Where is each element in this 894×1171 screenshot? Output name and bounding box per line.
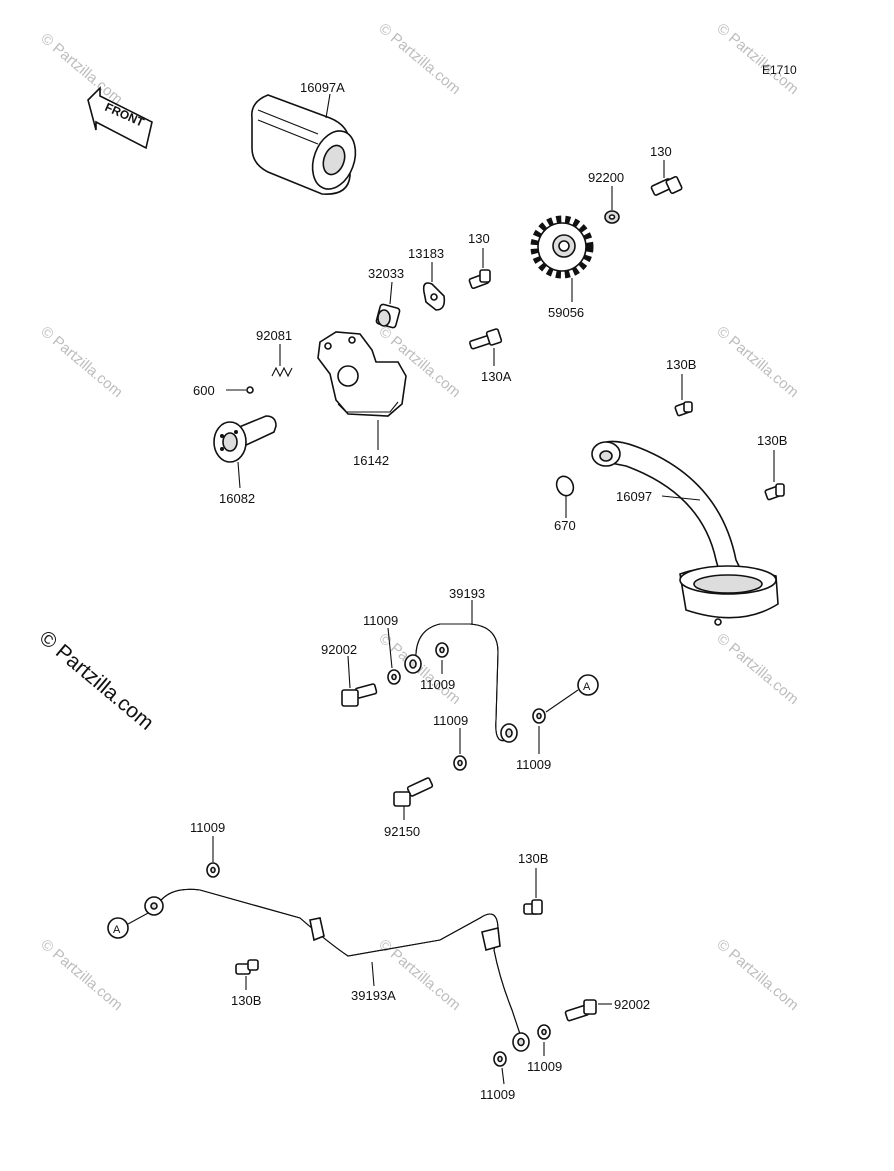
label-130A: 130A [481,369,512,384]
ref-marker-a-lower: A [107,917,129,939]
washer-11009-a-part[interactable] [387,669,401,685]
rotor-16082-part[interactable] [213,415,277,463]
watermark: © Partzilla.com [37,323,125,401]
bolt-130A-part[interactable] [469,328,503,350]
label-130B-b1: 130B [518,851,548,866]
label-11009-g: 11009 [480,1087,515,1102]
pipe-39193A-part[interactable] [144,888,530,1052]
bolt-130B-r2-part[interactable] [764,483,785,501]
washer-11009-g-part[interactable] [493,1051,507,1067]
bolt-130B-b1-part[interactable] [523,899,543,915]
watermark: © Partzilla.com [375,20,463,98]
watermark: © Partzilla.com [713,323,801,401]
bolt-92150-part[interactable] [393,777,434,807]
diagram-code: E1710 [762,63,797,77]
spring-92081-part[interactable] [271,366,293,378]
pipe-39193-part[interactable] [404,623,518,743]
washer-11009-b-part[interactable] [435,642,449,658]
collar-32033-part[interactable] [375,303,401,329]
watermark: © Partzilla.com [713,630,801,708]
bolt-92002-b-part[interactable] [564,999,597,1022]
label-130B-r1: 130B [666,357,696,372]
washer-92200-part[interactable] [604,210,620,224]
washer-11009-c-part[interactable] [453,755,467,771]
label-11009-c: 11009 [433,713,468,728]
label-130-top: 130 [650,144,672,159]
bolt-92002-a-part[interactable] [341,683,378,707]
label-130B-r2: 130B [757,433,787,448]
label-32033: 32033 [368,266,404,281]
label-92081: 92081 [256,328,292,343]
label-11009-e: 11009 [190,820,225,835]
label-13183: 13183 [408,246,444,261]
label-16097A: 16097A [300,80,345,95]
label-39193: 39193 [449,586,485,601]
label-16082: 16082 [219,491,255,506]
strainer-16097-part[interactable] [591,440,779,626]
pump-body-16142-part[interactable] [317,331,407,417]
washer-11009-e-part[interactable] [206,862,220,878]
label-92002-b: 92002 [614,997,650,1012]
o-ring-670-part[interactable] [554,474,577,499]
label-16142: 16142 [353,453,389,468]
label-11009-a: 11009 [363,613,398,628]
watermark: © Partzilla.com [713,20,801,98]
label-130-mid: 130 [468,231,490,246]
label-130B-b2: 130B [231,993,261,1008]
label-11009-d: 11009 [516,757,551,772]
label-39193A: 39193A [351,988,396,1003]
label-600: 600 [193,383,215,398]
label-92150: 92150 [384,824,420,839]
oil-filter-part[interactable] [251,94,363,195]
plate-13183-part[interactable] [422,282,446,311]
label-92002-a: 92002 [321,642,357,657]
watermark: © Partzilla.com [37,936,125,1014]
bolt-130B-r1-part[interactable] [674,401,693,417]
watermark: © Partzilla.com [37,30,125,108]
washer-11009-d-part[interactable] [532,708,546,724]
label-11009-b: 11009 [420,677,455,692]
gear-59056-part[interactable] [530,215,594,279]
label-16097: 16097 [616,489,652,504]
ref-marker-a-upper: A [577,674,599,696]
bolt-130B-b2-part[interactable] [235,959,259,975]
front-arrow-icon: FRONT [87,86,153,150]
label-92200: 92200 [588,170,624,185]
ref-marker-text: A [113,924,121,936]
watermark: © Partzilla.com [713,936,801,1014]
label-670: 670 [554,518,576,533]
ball-600-part[interactable] [246,386,254,394]
bolt-130-part[interactable] [650,175,683,196]
watermark-layer: © Partzilla.com © Partzilla.com © Partzi… [37,20,801,1014]
copyright-text: © Partzilla.com [35,626,158,735]
bolt-130-mid-part[interactable] [468,269,491,290]
ref-marker-text: A [583,681,591,693]
label-59056: 59056 [548,305,584,320]
washer-11009-f-part[interactable] [537,1024,551,1040]
label-11009-f: 11009 [527,1059,562,1074]
